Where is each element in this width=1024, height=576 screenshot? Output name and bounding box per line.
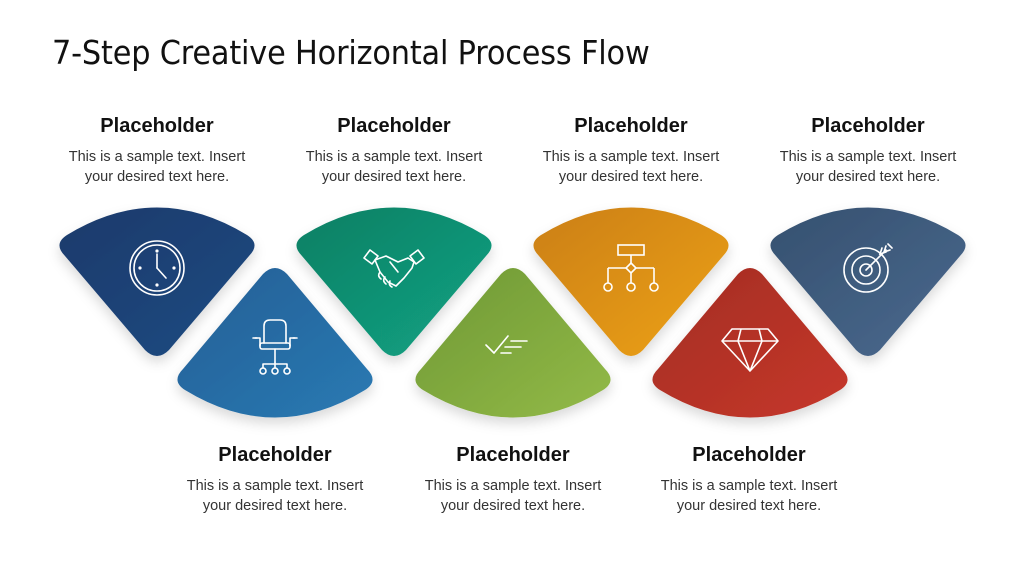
step-5-description: This is a sample text. Insert your desir… bbox=[542, 149, 720, 185]
checklist-icon bbox=[485, 335, 528, 354]
step-4-description: This is a sample text. Insert your desir… bbox=[424, 478, 602, 514]
step-3-label: Placeholder This is a sample text. Inser… bbox=[284, 114, 504, 187]
step-1-label: Placeholder This is a sample text. Inser… bbox=[47, 114, 267, 187]
flowchart-icon bbox=[603, 244, 659, 292]
page-title: 7-Step Creative Horizontal Process Flow bbox=[52, 33, 650, 72]
step-7-description: This is a sample text. Insert your desir… bbox=[779, 149, 957, 185]
step-3-heading: Placeholder bbox=[337, 115, 451, 137]
clock-icon bbox=[129, 240, 185, 296]
step-5-wedge bbox=[533, 207, 729, 356]
step-4-wedge bbox=[415, 268, 611, 418]
step-2-label: Placeholder This is a sample text. Inser… bbox=[165, 443, 385, 516]
step-7-label: Placeholder This is a sample text. Inser… bbox=[758, 114, 978, 187]
step-5-heading: Placeholder bbox=[574, 115, 688, 137]
step-1-wedge bbox=[59, 207, 255, 356]
step-6-wedge bbox=[652, 268, 848, 418]
step-3-description: This is a sample text. Insert your desir… bbox=[305, 149, 483, 185]
target-icon bbox=[843, 243, 893, 293]
diamond-icon bbox=[721, 328, 779, 372]
step-7-heading: Placeholder bbox=[811, 115, 925, 137]
step-1-description: This is a sample text. Insert your desir… bbox=[68, 149, 246, 185]
step-3-wedge bbox=[296, 207, 492, 356]
step-6-label: Placeholder This is a sample text. Inser… bbox=[639, 443, 859, 516]
step-6-description: This is a sample text. Insert your desir… bbox=[660, 478, 838, 514]
step-1-heading: Placeholder bbox=[100, 115, 214, 137]
step-4-label: Placeholder This is a sample text. Inser… bbox=[403, 443, 623, 516]
step-4-heading: Placeholder bbox=[456, 444, 570, 466]
step-2-heading: Placeholder bbox=[218, 444, 332, 466]
step-2-description: This is a sample text. Insert your desir… bbox=[186, 478, 364, 514]
handshake-icon bbox=[363, 249, 425, 288]
step-2-wedge bbox=[177, 268, 373, 418]
step-7-wedge bbox=[770, 207, 966, 356]
office-chair-icon bbox=[252, 319, 298, 375]
step-5-label: Placeholder This is a sample text. Inser… bbox=[521, 114, 741, 187]
step-6-heading: Placeholder bbox=[692, 444, 806, 466]
